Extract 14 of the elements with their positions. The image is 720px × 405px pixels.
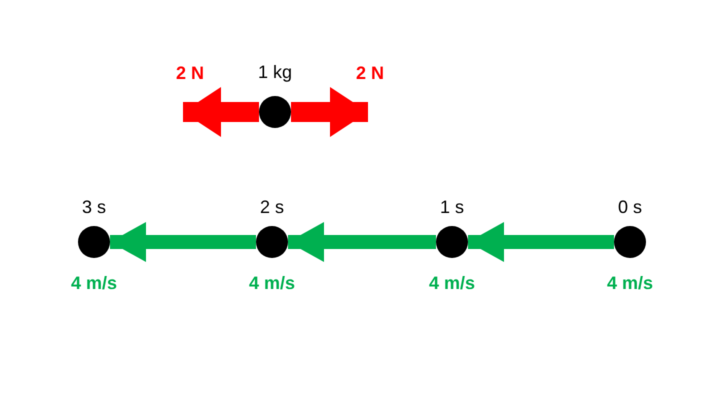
time-label: 1 s	[440, 196, 464, 218]
velocity-label: 4 m/s	[606, 272, 654, 294]
velocity-arrow	[468, 222, 614, 262]
velocity-label: 4 m/s	[70, 272, 118, 294]
force-label: 2 N	[176, 62, 204, 84]
velocity-arrow	[288, 222, 436, 262]
time-label: 0 s	[618, 196, 642, 218]
time-label: 3 s	[82, 196, 106, 218]
force-label: 2 N	[356, 62, 384, 84]
velocity-label: 4 m/s	[428, 272, 476, 294]
time-label: 2 s	[260, 196, 284, 218]
velocity-arrow	[110, 222, 256, 262]
velocity-label: 4 m/s	[248, 272, 296, 294]
mass-label: 1 kg	[258, 61, 292, 83]
